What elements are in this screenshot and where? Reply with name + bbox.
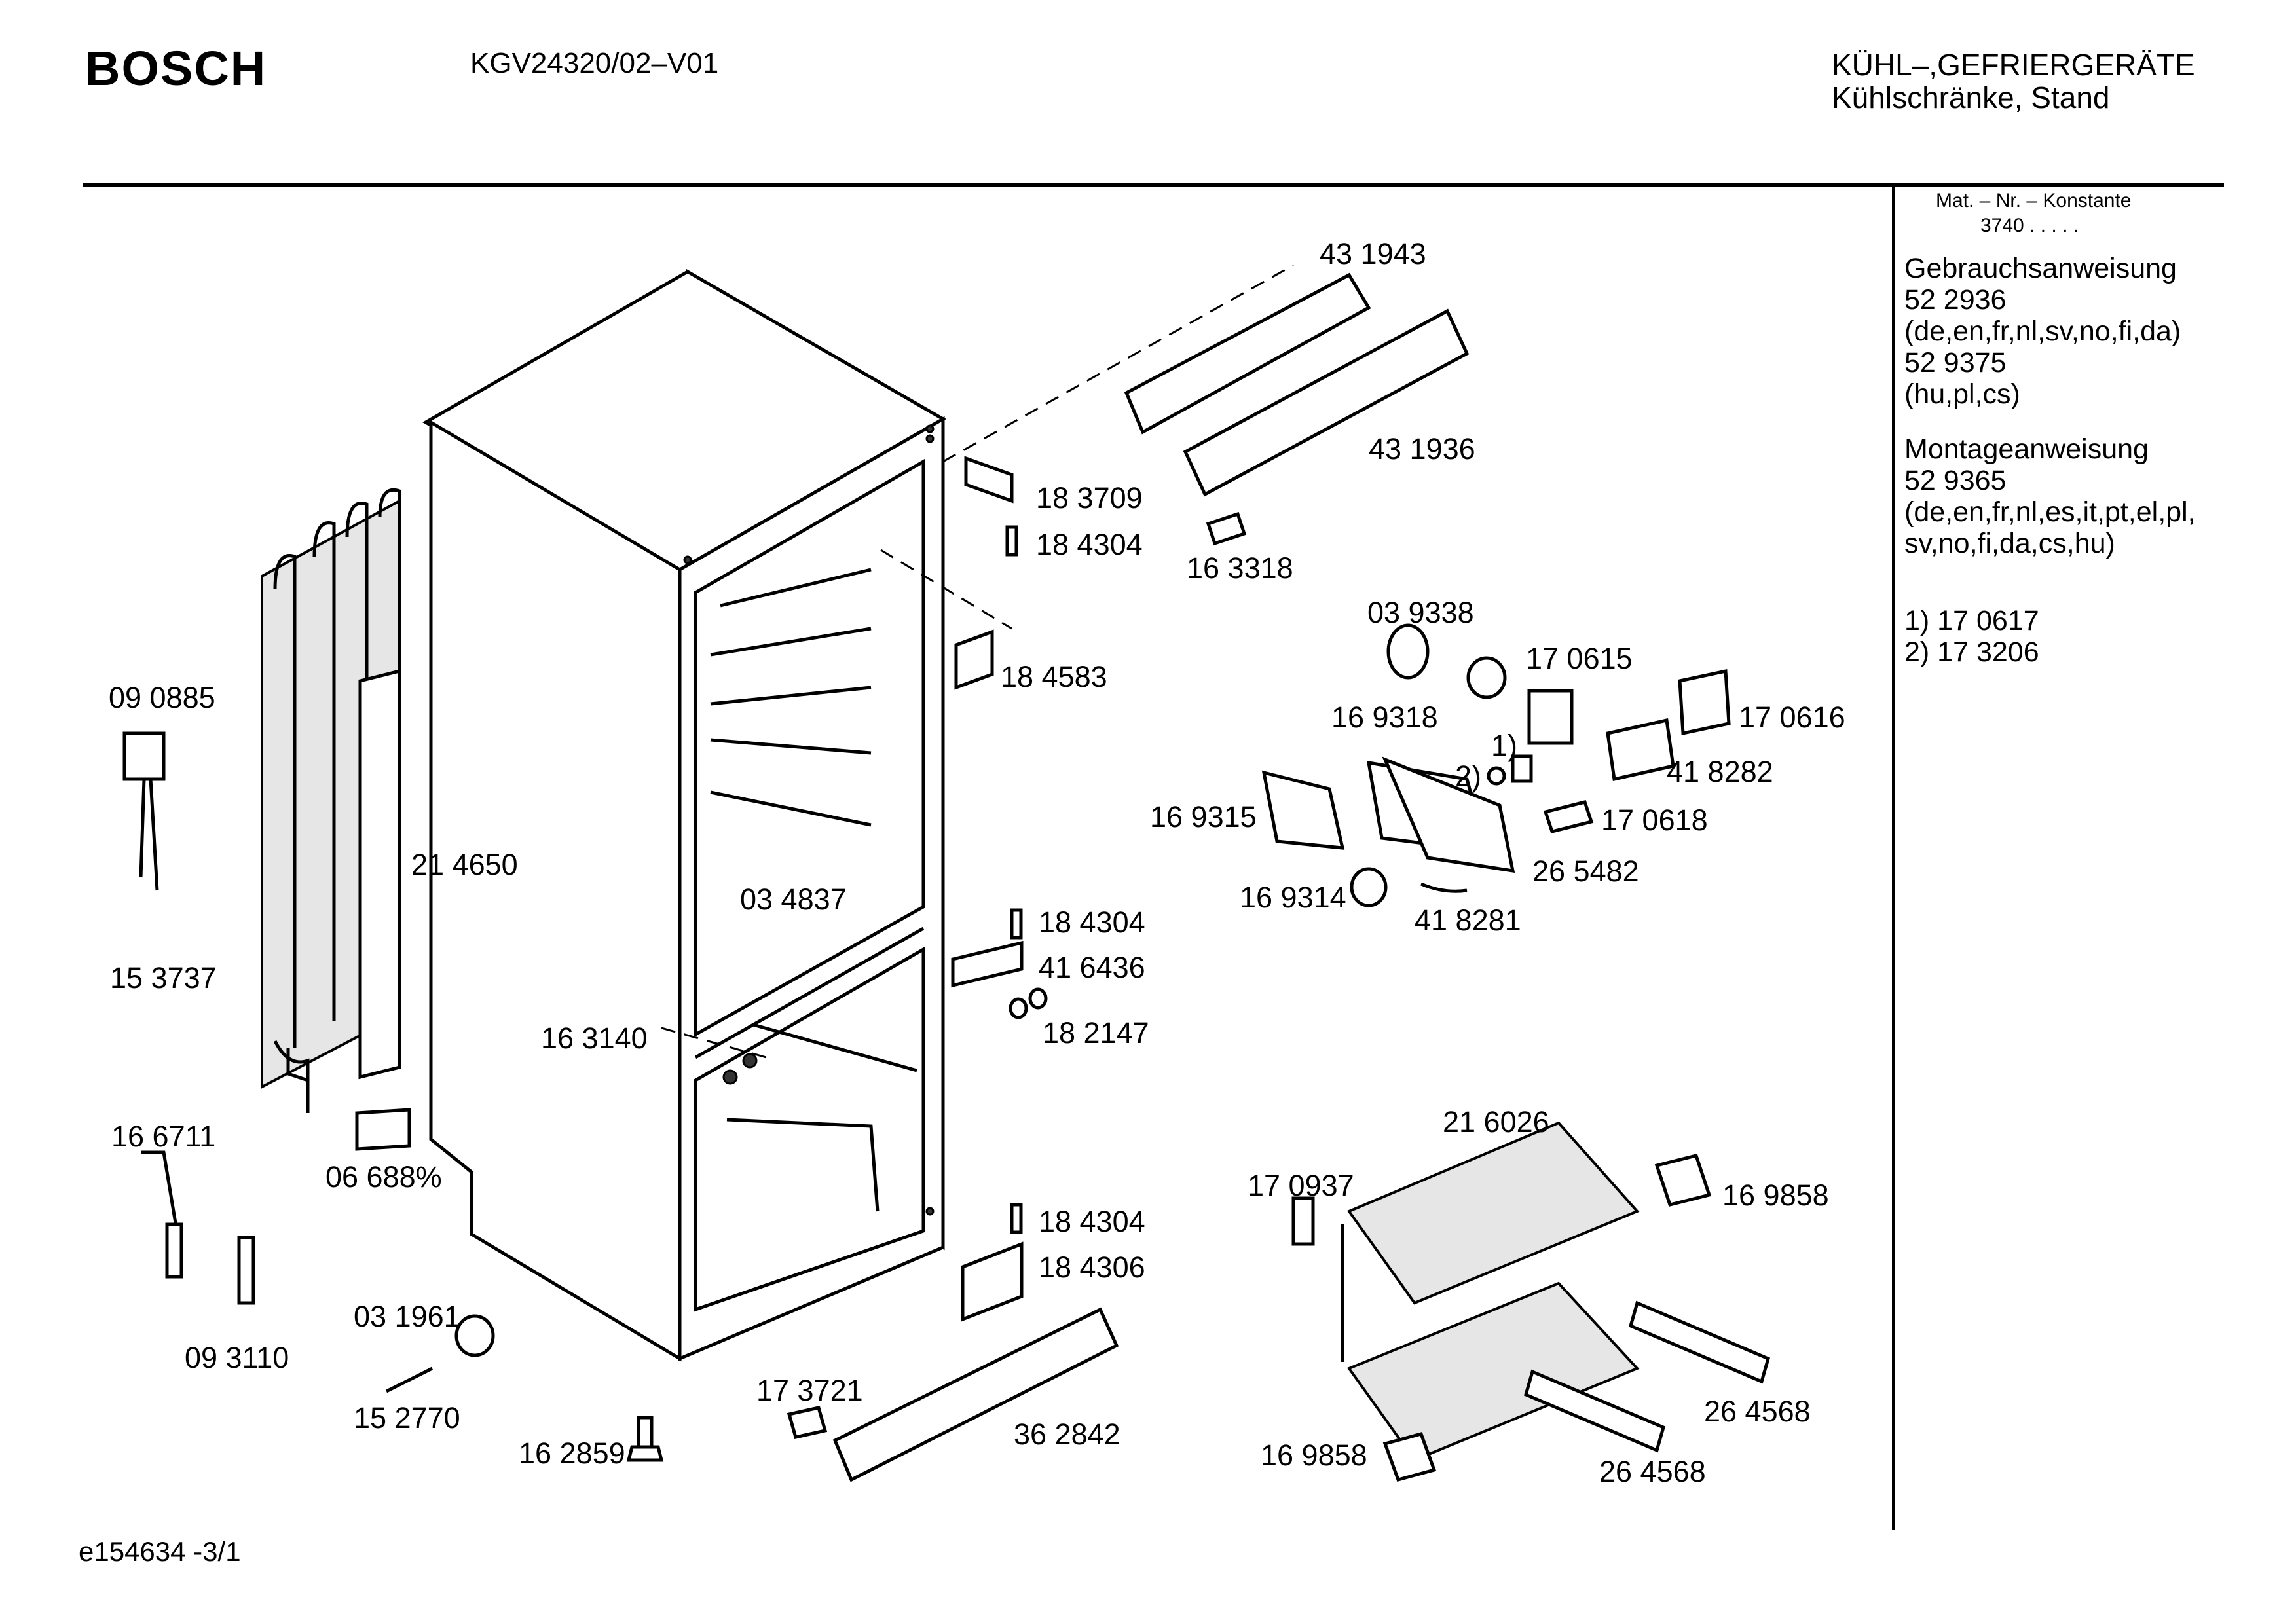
rail-part bbox=[1523, 1369, 1666, 1453]
bottom-hinge bbox=[961, 1241, 1024, 1322]
part-label: 17 3721 bbox=[756, 1374, 863, 1407]
part-label: 09 0885 bbox=[109, 681, 215, 714]
roller-part bbox=[454, 1314, 495, 1357]
lamp-assembly bbox=[1261, 623, 1731, 907]
hinge-screw bbox=[1010, 908, 1023, 940]
clip-part bbox=[1654, 1154, 1712, 1207]
drawing-id: e154634 -3/1 bbox=[79, 1536, 241, 1567]
base-cover bbox=[832, 1307, 1119, 1482]
brand-logo: BOSCH bbox=[85, 41, 267, 96]
part-label: 03 4837 bbox=[740, 883, 847, 916]
power-plug bbox=[122, 731, 166, 891]
screw-part bbox=[722, 1069, 738, 1085]
part-label: 17 0615 bbox=[1526, 642, 1633, 675]
manual-heading: Gebrauchsanweisung bbox=[1904, 253, 2177, 284]
sidebar: Mat. – Nr. – Konstante 3740 . . . . . Ge… bbox=[1904, 190, 2232, 668]
washer-part bbox=[1028, 987, 1048, 1010]
install-langs-1: (de,en,fr,nl,es,it,pt,el,pl, bbox=[1904, 496, 2196, 528]
clip-part bbox=[1382, 1431, 1437, 1482]
manual-langs-2: (hu,pl,cs) bbox=[1904, 378, 2020, 410]
part-label: 18 4583 bbox=[1001, 660, 1107, 693]
bracket-part bbox=[355, 1108, 411, 1151]
part-label: 15 3737 bbox=[110, 961, 217, 995]
cover-part bbox=[1183, 308, 1470, 497]
pin-part bbox=[1291, 1196, 1315, 1246]
part-label: 03 1961 bbox=[354, 1300, 460, 1333]
hinge-part bbox=[954, 629, 994, 690]
part-label: 18 4306 bbox=[1039, 1251, 1145, 1284]
manual-langs-1: (de,en,fr,nl,sv,no,fi,da) bbox=[1904, 316, 2181, 347]
hinge-screw bbox=[1005, 525, 1018, 557]
part-label: 26 4568 bbox=[1599, 1455, 1706, 1488]
washer-part bbox=[1009, 997, 1028, 1019]
mat-number-label: Mat. – Nr. – Konstante bbox=[1936, 190, 2132, 211]
rail-part bbox=[1628, 1300, 1771, 1384]
note-1: 1) 17 0617 bbox=[1904, 605, 2039, 636]
sensor-part bbox=[237, 1236, 255, 1305]
clip-part bbox=[1206, 511, 1247, 546]
part-label: 18 3709 bbox=[1036, 481, 1143, 515]
part-label: 18 4304 bbox=[1036, 528, 1143, 561]
part-label: 16 9315 bbox=[1150, 800, 1257, 833]
temperature-sensor bbox=[141, 1150, 183, 1279]
part-label: 18 4304 bbox=[1039, 1205, 1145, 1238]
top-hinge bbox=[964, 456, 1014, 504]
part-label: 18 2147 bbox=[1043, 1016, 1149, 1050]
sidebar-divider bbox=[1892, 185, 1895, 1530]
part-label: 18 4304 bbox=[1039, 906, 1145, 939]
part-label: 16 9858 bbox=[1261, 1438, 1367, 1472]
freezer-racks bbox=[1341, 1121, 1640, 1462]
part-label: 41 6436 bbox=[1039, 951, 1145, 984]
pin-part bbox=[385, 1366, 434, 1393]
part-label: 16 9314 bbox=[1240, 881, 1346, 914]
part-label: 43 1936 bbox=[1369, 432, 1475, 466]
note-marker: 1) bbox=[1491, 729, 1518, 762]
hinge-screw bbox=[1010, 1203, 1023, 1234]
part-label: 16 6711 bbox=[111, 1120, 216, 1153]
note-marker: 2) bbox=[1455, 760, 1482, 793]
cabinet bbox=[422, 264, 1294, 1362]
foot-part bbox=[626, 1416, 664, 1462]
install-heading: Montageanweisung bbox=[1904, 433, 2149, 465]
screw-part bbox=[742, 1053, 758, 1069]
install-langs-2: sv,no,fi,da,cs,hu) bbox=[1904, 528, 2115, 559]
part-label: 06 688% bbox=[325, 1160, 442, 1194]
part-label: 21 4650 bbox=[411, 848, 518, 881]
part-label: 43 1943 bbox=[1320, 237, 1426, 270]
manual-code-1: 52 2936 bbox=[1904, 284, 2007, 316]
part-label: 03 9338 bbox=[1367, 596, 1474, 629]
part-label: 16 9858 bbox=[1722, 1179, 1829, 1212]
middle-hinge bbox=[951, 940, 1024, 988]
category-subtitle: Kühlschränke, Stand bbox=[1832, 81, 2110, 115]
part-label: 17 0618 bbox=[1601, 803, 1708, 837]
manual-code-2: 52 9375 bbox=[1904, 347, 2007, 378]
model-number: KGV24320/02–V01 bbox=[470, 47, 719, 79]
note-2: 2) 17 3206 bbox=[1904, 636, 2039, 668]
part-label: 16 3318 bbox=[1187, 551, 1293, 585]
header-divider bbox=[83, 183, 2224, 187]
part-label: 26 5482 bbox=[1532, 854, 1639, 888]
part-label: 16 2859 bbox=[519, 1437, 625, 1470]
part-label: 36 2842 bbox=[1014, 1418, 1120, 1451]
rail-part bbox=[358, 669, 401, 1080]
install-section: Montageanweisung 52 9365 (de,en,fr,nl,es… bbox=[1904, 433, 2232, 559]
clip-part bbox=[787, 1406, 828, 1439]
part-label: 09 3110 bbox=[185, 1341, 289, 1374]
mat-number-value: 3740 . . . . . bbox=[1980, 215, 2079, 236]
part-label: 16 3140 bbox=[541, 1021, 648, 1055]
notes-section: 1) 17 0617 2) 17 3206 bbox=[1904, 605, 2232, 668]
handle-strip bbox=[1124, 272, 1371, 435]
manual-section: Gebrauchsanweisung 52 2936 (de,en,fr,nl,… bbox=[1904, 253, 2232, 410]
part-label: 17 0937 bbox=[1248, 1169, 1354, 1202]
install-code: 52 9365 bbox=[1904, 465, 2007, 496]
part-label: 21 6026 bbox=[1443, 1105, 1549, 1139]
part-label: 17 0616 bbox=[1739, 701, 1845, 734]
part-label: 41 8281 bbox=[1415, 904, 1521, 937]
part-label: 15 2770 bbox=[354, 1401, 460, 1435]
part-label: 16 9318 bbox=[1331, 701, 1438, 734]
part-label: 41 8282 bbox=[1667, 755, 1773, 788]
category-title: KÜHL–,GEFRIERGERÄTE bbox=[1832, 48, 2195, 82]
part-label: 26 4568 bbox=[1704, 1395, 1811, 1428]
